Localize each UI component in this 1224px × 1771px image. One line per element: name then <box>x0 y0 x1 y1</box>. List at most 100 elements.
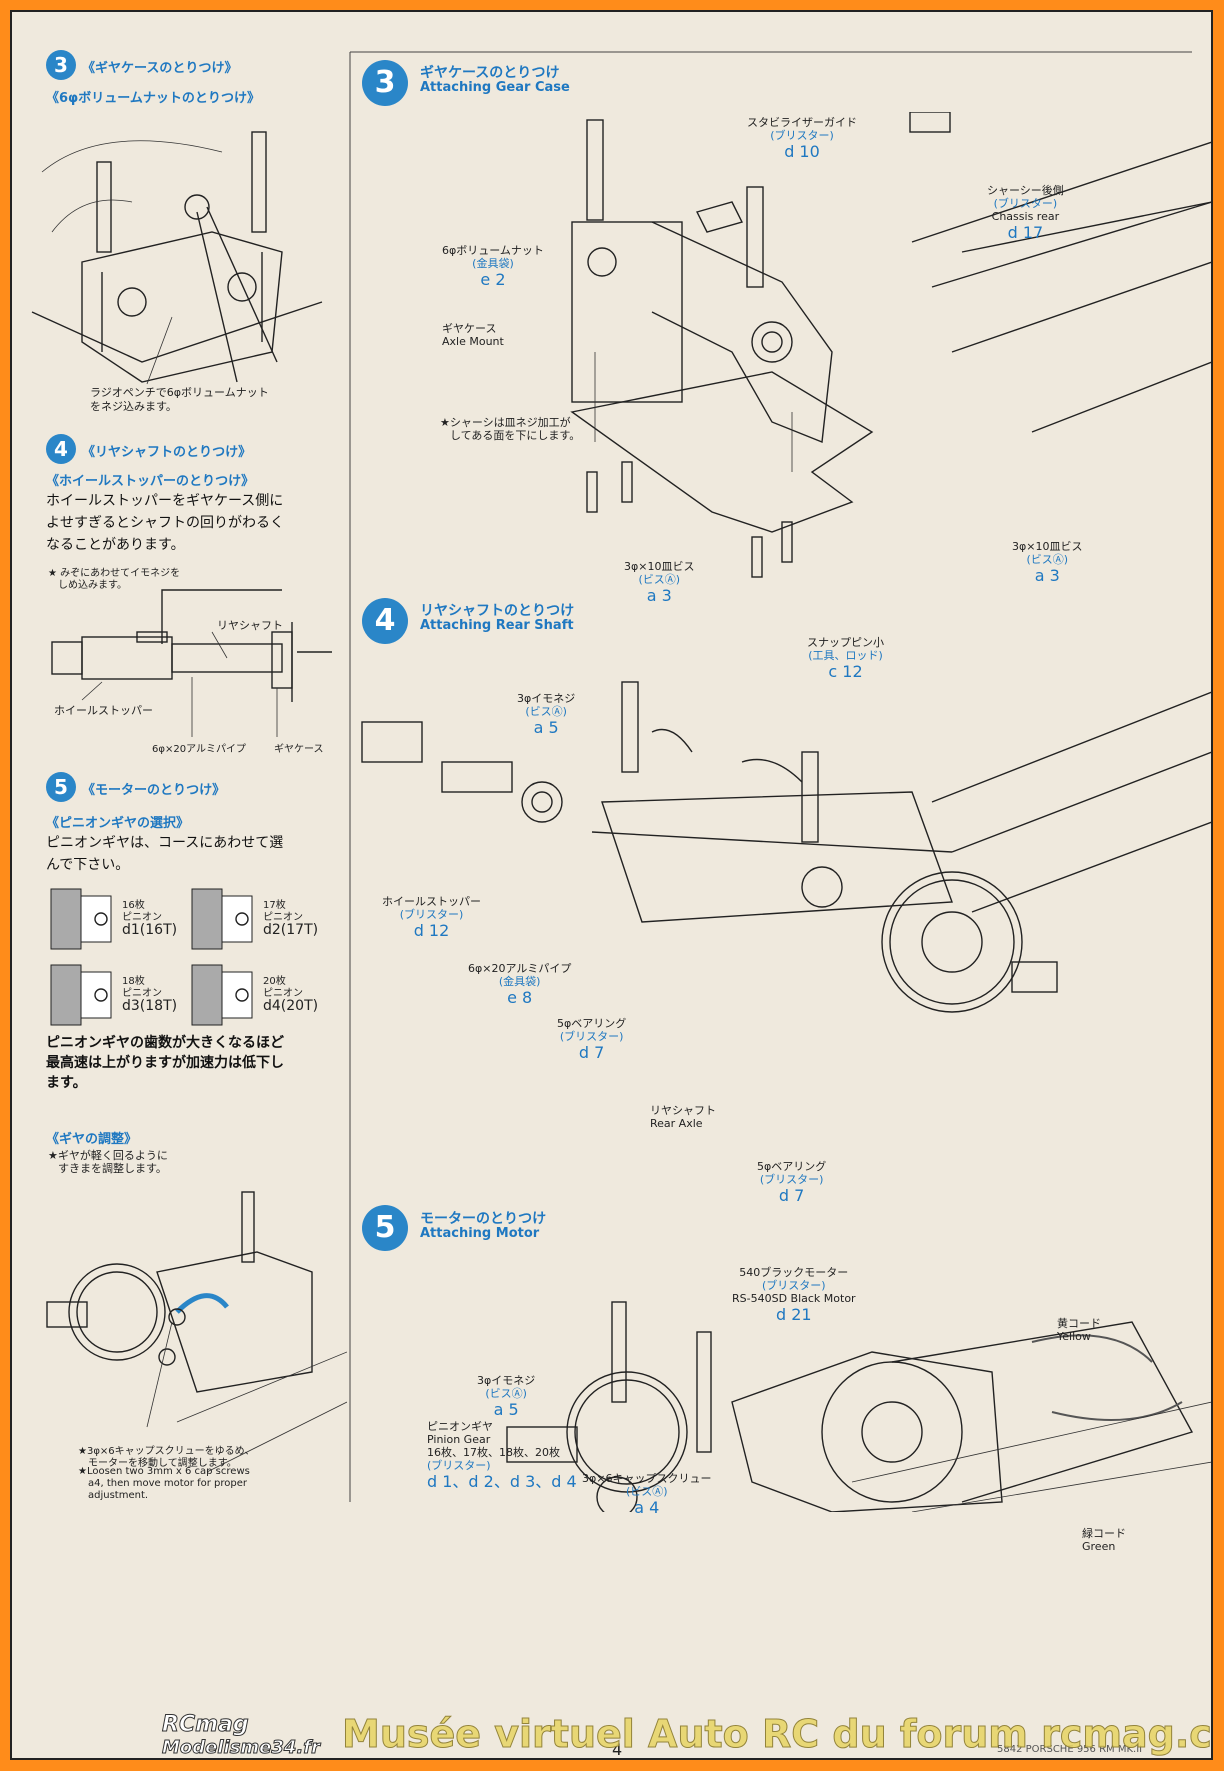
right-step4-illustration <box>361 681 1211 1013</box>
label-axle-mount: ギヤケース Axle Mount <box>442 322 504 348</box>
label-code: e 2 <box>480 270 506 289</box>
label-code: a 3 <box>646 586 672 605</box>
bottom-note-4: a4, then move motor for proper <box>88 1478 247 1489</box>
left-step5-title: 《モーターのとりつけ》 <box>82 783 226 798</box>
label-sub: (ビスⒶ) <box>1026 553 1069 566</box>
label-bearing-1: 5φベアリング (ブリスター) d 7 <box>557 1017 626 1063</box>
label-sub: (ブリスター) <box>399 908 464 921</box>
bottom-note-5: adjustment. <box>88 1490 149 1501</box>
label-jp: スナップピン小 <box>807 636 884 649</box>
left-step3-illustration <box>31 131 323 385</box>
label-code: c 12 <box>828 662 863 681</box>
gear-adjust-title: 《ギヤの調整》 <box>46 1132 138 1147</box>
gear-code: d1(16T) <box>122 922 178 938</box>
bottom-note-2: モーターを移動して調整します。 <box>88 1458 237 1469</box>
gear-adjust-note-1: ★ギヤが軽く回るように <box>48 1149 168 1162</box>
logo-line-2: Modelisme34.fr <box>162 1737 321 1759</box>
label-code: a 4 <box>634 1498 660 1517</box>
gear-count: 20枚 <box>263 976 286 987</box>
gear-count: 17枚 <box>263 900 286 911</box>
left-step4-note-2: しめ込みます。 <box>58 580 127 591</box>
left-step4-label-shaft: リヤシャフト <box>217 619 283 632</box>
label-black-motor: 540ブラックモーター (ブリスター) RS-540SD Black Motor… <box>732 1266 856 1325</box>
right-step4-title-en: Attaching Rear Shaft <box>420 618 574 633</box>
label-pinion-gear: ピニオンギヤ Pinion Gear 16枚、17枚、18枚、20枚 (ブリスタ… <box>427 1420 577 1492</box>
label-sub: (ブリスター) <box>762 1279 826 1292</box>
right-step4-number: 4 <box>362 598 408 644</box>
left-step5-note-2: 最高速は上がりますが加速力は低下し <box>46 1055 284 1071</box>
label-screw-a3-right: 3φ×10皿ビス (ビスⒶ) a 3 <box>1012 540 1082 586</box>
label-jp: 3φ×10皿ビス <box>624 560 695 573</box>
label-sub: (ブリスター) <box>427 1459 491 1472</box>
right-step5-title-jp: モーターのとりつけ <box>420 1208 546 1228</box>
pinion-gear-icon <box>50 888 112 950</box>
left-step5-note-1: ピニオンギヤの歯数が大きくなるほど <box>46 1035 284 1051</box>
left-step4-title: 《リヤシャフトのとりつけ》 <box>82 445 252 460</box>
label-jp: 3φイモネジ <box>477 1374 536 1387</box>
label-en: Chassis rear <box>991 210 1060 223</box>
label-code: d 17 <box>1007 223 1044 242</box>
label-yellow-cord: 黄コード Yellow <box>1057 1317 1101 1343</box>
label-chassis-note: ★シャーシは皿ネジ加工が してある面を下にします。 <box>440 416 580 442</box>
label-jp: 5φベアリング <box>757 1160 827 1173</box>
label-chassis-rear: シャーシー後側 (ブリスター) Chassis rear d 17 <box>987 184 1064 243</box>
gear-name: ピニオン <box>122 912 162 923</box>
label-en: RS-540SD Black Motor <box>732 1292 856 1305</box>
left-step4-note-1: ★ みぞにあわせてイモネジを <box>48 568 181 579</box>
label-jp: 6φボリュームナット <box>442 244 544 257</box>
bottom-note-3: ★Loosen two 3mm x 6 cap screws <box>78 1466 250 1477</box>
left-step3-subtitle: 《6φボリュームナットのとりつけ》 <box>46 91 260 106</box>
pinion-gear-icon <box>191 888 253 950</box>
label-rear-axle: リヤシャフト Rear Axle <box>650 1104 716 1130</box>
left-step5-body-1: ピニオンギヤは、コースにあわせて選 <box>46 835 284 851</box>
right-step3-title-jp: ギヤケースのとりつけ <box>420 62 559 82</box>
right-step3-illustration <box>570 112 1211 578</box>
label-jp: スタビライザーガイド <box>747 116 857 129</box>
label-en: Rear Axle <box>650 1117 703 1130</box>
label-code: d 10 <box>784 142 820 161</box>
gear-adjust-note-2: すきまを調整します。 <box>58 1162 167 1175</box>
label-green-cord: 緑コード Green <box>1082 1527 1126 1553</box>
gear-name: ピニオン <box>122 988 162 999</box>
label-sub: (ビスⒶ) <box>525 705 567 718</box>
gear-name: ピニオン <box>263 912 303 923</box>
left-step4-body-2: よせすぎるとシャフトの回りがわるく <box>46 515 284 531</box>
footer-reference: 5842 PORSCHE 956 RM MK.II <box>997 1744 1143 1755</box>
label-jp: ピニオンギヤ <box>427 1420 493 1433</box>
label-jp: 540ブラックモーター <box>739 1266 849 1279</box>
right-step5-illustration <box>506 1301 1211 1512</box>
label-sub: (ビスⒶ) <box>625 1485 668 1498</box>
label-en: Axle Mount <box>442 335 504 348</box>
left-step4-label-pipe: 6φ×20アルミパイプ <box>152 744 246 755</box>
label-en: Green <box>1082 1540 1116 1553</box>
label-sizes: 16枚、17枚、18枚、20枚 <box>427 1446 560 1459</box>
rcmag-logo: RCmag Modelisme34.fr <box>162 1712 321 1759</box>
label-jp: 3φ×6キャップスクリュー <box>582 1472 712 1485</box>
right-step3-number: 3 <box>362 60 408 106</box>
gear-name: ピニオン <box>263 988 303 999</box>
left-step3-caption-2: をネジ込みます。 <box>90 400 177 413</box>
left-step4-illustration <box>51 589 332 737</box>
title-en: Attaching Motor <box>420 1226 540 1241</box>
label-en: Pinion Gear <box>427 1433 491 1446</box>
label-jp: 3φ×10皿ビス <box>1012 540 1083 553</box>
label-jp: ホイールストッパー <box>382 895 481 908</box>
label-sub: (ブリスター) <box>770 129 834 142</box>
label-sub: (ブリスター) <box>559 1030 624 1043</box>
label-code: e 8 <box>507 988 533 1007</box>
title-jp: リヤシャフトのとりつけ <box>420 603 575 619</box>
page-number: 4 <box>612 1740 623 1759</box>
label-volume-nut: 6φボリュームナット (金具袋) e 2 <box>442 244 544 290</box>
label-jp: シャーシー後側 <box>987 184 1064 197</box>
label-imo-screw: 3φイモネジ (ビスⒶ) a 5 <box>517 692 575 738</box>
gear-code: d3(18T) <box>122 998 178 1014</box>
label-cap-screw: 3φ×6キャップスクリュー (ビスⒶ) a 4 <box>582 1472 711 1518</box>
label-sub: (金具袋) <box>472 257 514 270</box>
label-code: a 5 <box>493 1400 519 1419</box>
note-line: ★シャーシは皿ネジ加工が <box>440 416 571 429</box>
left-step4-subtitle: 《ホイールストッパーのとりつけ》 <box>46 474 255 489</box>
label-sub: (ブリスター) <box>759 1173 824 1186</box>
left-step5-note-3: ます。 <box>46 1075 87 1091</box>
gear-adjust-illustration <box>46 1191 347 1472</box>
left-step4-body-1: ホイールストッパーをギヤケース側に <box>46 493 284 509</box>
